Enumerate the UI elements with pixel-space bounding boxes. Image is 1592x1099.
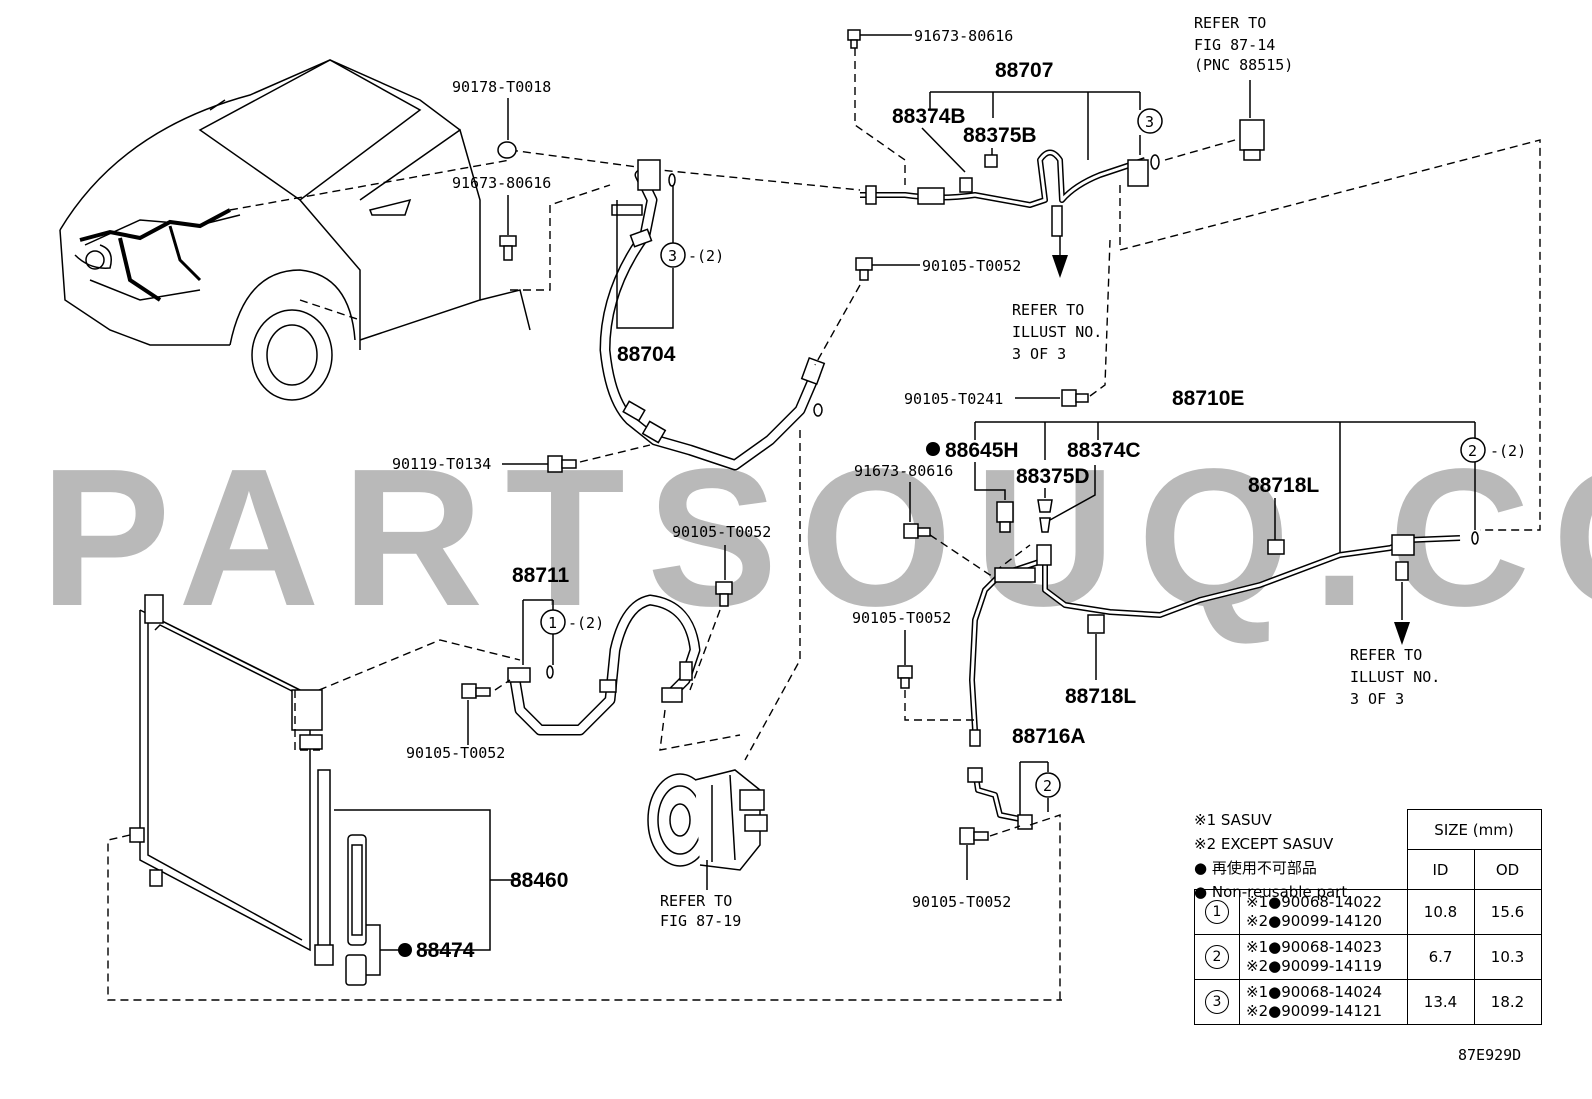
label-91673-80616-left: 91673-80616 [452,174,551,192]
label-88645H: 88645H [945,439,1019,462]
label-90105-T0052-e: 90105-T0052 [912,893,1011,911]
condenser-88460: 88460 88474 [107,594,1062,1001]
row1-part1: 90068-14022 [1281,893,1383,911]
row3-od: 18.2 [1473,979,1542,1025]
row2-part2: 90099-14119 [1281,957,1383,975]
label-88375B: 88375B [963,124,1037,147]
bolt-91673-80616-top [847,29,861,49]
refer-fig-87-14: REFER TO FIG 87-14 (PNC 88515) [1194,14,1293,161]
size-header: SIZE (mm) [1406,809,1542,850]
compressor: REFER TO FIG 87-19 [647,769,768,930]
row1-od: 15.6 [1473,889,1542,935]
mark-2: ※2 [1246,912,1269,930]
refer-illust-b-line1: REFER TO [1350,646,1422,664]
refer-fig8714-line2: FIG 87-14 [1194,36,1275,54]
refer-fig8714-line1: REFER TO [1194,14,1266,32]
o-ring-callout-1: 1 [548,614,557,632]
refer-illust-b-line2: ILLUST NO. [1350,668,1440,686]
row3-part2: 90099-14121 [1281,1002,1383,1020]
row3-part1: 90068-14024 [1281,983,1383,1001]
label-88474: 88474 [416,939,475,962]
refer-illust-a-line2: ILLUST NO. [1012,323,1102,341]
row2-od: 10.3 [1473,934,1542,980]
table-row: 3 ※1●90068-14024 ※2●90099-14121 13.4 18.… [1194,979,1542,1025]
refer-fig8714-line3: (PNC 88515) [1194,56,1293,74]
mark-2: ※2 [1246,957,1269,975]
row3-id: 13.4 [1406,979,1475,1025]
label-88718L-b: 88718L [1065,685,1136,708]
label-88711: 88711 [512,564,570,587]
label-90105-T0241: 90105-T0241 [904,390,1003,408]
label-88374B: 88374B [892,105,966,128]
label-90105-T0052-c: 90105-T0052 [406,744,505,762]
refer-illust-a-line1: REFER TO [1012,301,1084,319]
row1-part2: 90099-14120 [1281,912,1383,930]
legend: ※1 SASUV ※2 EXCEPT SASUV ● 再使用不可部品 ● Non… [1194,808,1539,904]
suction-hose-88711: 90105-T0052 88711 1 -(2) 90105-T0052 [294,523,771,762]
refer-illust-b-line3: 3 OF 3 [1350,690,1404,708]
label-88374C: 88374C [1067,439,1141,462]
mark-2: ※2 [1246,1002,1269,1020]
label-88375D: 88375D [1016,465,1090,488]
mark-1: ※1 [1246,893,1269,911]
mark-1: ※1 [1246,983,1269,1001]
label-88707: 88707 [995,59,1053,82]
row1-id: 10.8 [1406,889,1475,935]
label-90105-T0052-a: 90105-T0052 [922,257,1021,275]
label-91673-80616-mid: 91673-80616 [854,462,953,480]
label-90178-T0018: 90178-T0018 [452,78,551,96]
o-ring-callout-3-top: 3 [1145,113,1154,131]
ring-2-icon: 2 [1205,945,1229,969]
label-90119-T0134: 90119-T0134 [392,455,491,473]
label-91673-80616-top: 91673-80616 [914,27,1013,45]
table-row: 2 ※1●90068-14023 ※2●90099-14119 6.7 10.3 [1194,934,1542,980]
legend-jp-text: 再使用不可部品 [1211,859,1317,877]
liquid-pipe-88707: 91673-80616 88707 88374B 88375B 3 REFER … [509,27,1541,531]
qty-o-ring-1: -(2) [568,614,604,632]
refer-illust-a-line3: 3 OF 3 [1012,345,1066,363]
label-88718L-a: 88718L [1248,474,1319,497]
o-ring-size-table: SIZE (mm) ID OD 1 ※1●90068-14022 ※2●9009… [1194,809,1542,1025]
legend-note-jp: ● 再使用不可部品 [1194,859,1317,877]
ring-3-icon: 3 [1205,990,1229,1014]
qty-o-ring-3: -(2) [688,247,724,265]
label-90105-T0052-b: 90105-T0052 [672,523,771,541]
refer-fig8719-line1: REFER TO [660,892,732,910]
row2-part1: 90068-14023 [1281,938,1383,956]
ring-1-icon: 1 [1205,900,1229,924]
o-ring-callout-3-left: 3 [668,247,677,265]
o-ring-callout-2-right: 2 [1468,442,1477,460]
col-id: ID [1406,849,1475,890]
qty-o-ring-2: -(2) [1490,442,1526,460]
vehicle-illustration [59,59,531,401]
legend-note-except-sasuv: ※2 EXCEPT SASUV [1194,835,1334,853]
discharge-hose-88704: 90178-T0018 91673-80616 3 -(2) 88704 901… [392,78,1021,761]
o-ring-callout-2-lower: 2 [1043,777,1052,795]
table-row: 1 ※1●90068-14022 ※2●90099-14120 10.8 15.… [1194,889,1542,935]
mark-1: ※1 [1246,938,1269,956]
label-88710E: 88710E [1172,387,1244,410]
col-od: OD [1473,849,1542,890]
label-88704: 88704 [617,343,676,366]
row2-id: 6.7 [1406,934,1475,980]
figure-code: 87E929D [1458,1046,1521,1064]
label-88716A: 88716A [1012,725,1086,748]
watermark: PARTSOUQ.COM [40,428,1592,647]
liquid-pipe-88710E: 90105-T0241 88710E 88645H 88375D 88374C … [852,239,1526,1000]
legend-note-sasuv: ※1 SASUV [1194,811,1272,829]
label-88460: 88460 [510,869,568,892]
refer-fig8719-line2: FIG 87-19 [660,912,741,930]
label-90105-T0052-d: 90105-T0052 [852,609,951,627]
